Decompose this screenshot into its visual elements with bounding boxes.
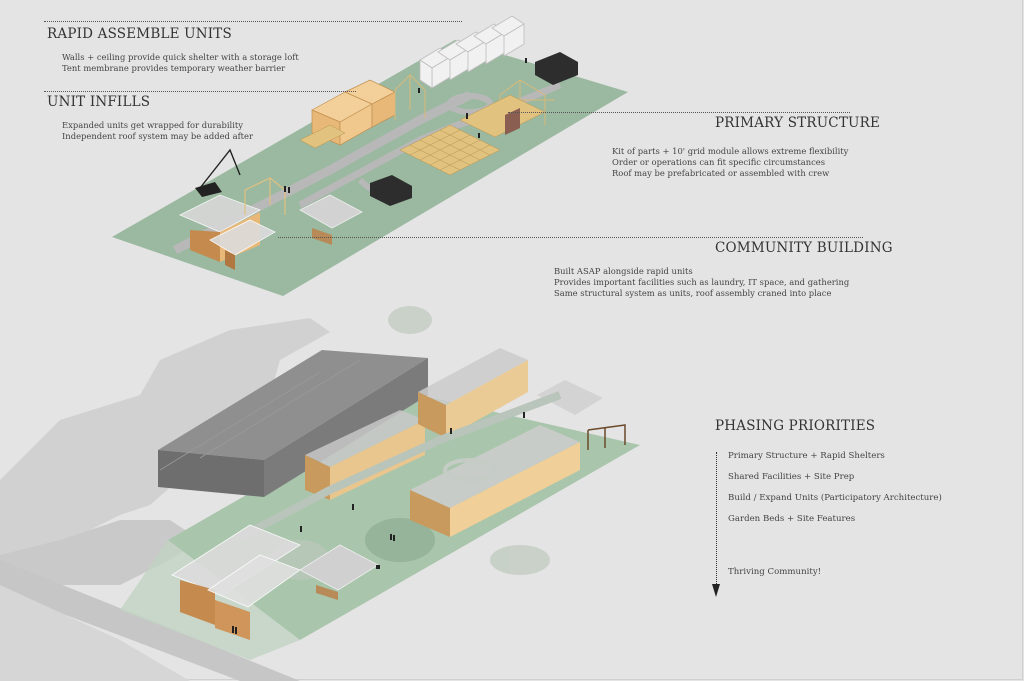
community-building-description: Built ASAP alongside rapid units Provide…: [554, 266, 849, 299]
phase-final-outcome: Thriving Community!: [728, 567, 822, 577]
unit-infills-title: UNIT INFILLS: [47, 94, 151, 110]
phase-step: Primary Structure + Rapid Shelters: [728, 451, 885, 461]
description-line: Order or operations can fit specific cir…: [612, 157, 826, 167]
primary-structure-title: PRIMARY STRUCTURE: [715, 115, 881, 131]
leader-community-building: [278, 237, 863, 238]
phase-step: Build / Expand Units (Participatory Arch…: [728, 493, 942, 503]
description-line: Expanded units get wrapped for durabilit…: [62, 120, 243, 130]
rapid-assemble-title: RAPID ASSEMBLE UNITS: [47, 26, 232, 42]
unit-infills-description: Expanded units get wrapped for durabilit…: [62, 120, 253, 142]
phasing-priorities-title: PHASING PRIORITIES: [715, 418, 876, 434]
description-line: Tent membrane provides temporary weather…: [62, 63, 286, 73]
leader-rapid-assemble: [44, 21, 462, 22]
completed-site-axonometric: [0, 306, 640, 681]
phasing-timeline-line: [716, 452, 717, 584]
rapid-assemble-description: Walls + ceiling provide quick shelter wi…: [62, 52, 299, 74]
description-line: Roof may be prefabricated or assembled w…: [612, 168, 830, 178]
construction-phase-axonometric: [112, 15, 628, 296]
description-line: Provides important facilities such as la…: [554, 277, 850, 287]
description-line: Same structural system as units, roof as…: [554, 288, 832, 298]
primary-structure-description: Kit of parts + 10' grid module allows ex…: [612, 146, 848, 179]
leader-unit-infills: [44, 91, 356, 92]
description-line: Independent roof system may be added aft…: [62, 131, 253, 141]
leader-primary-structure: [508, 112, 850, 113]
arrow-down-icon: [712, 584, 720, 597]
description-line: Built ASAP alongside rapid units: [554, 266, 693, 276]
community-building-title: COMMUNITY BUILDING: [715, 240, 893, 256]
phase-step: Shared Facilities + Site Prep: [728, 472, 855, 482]
description-line: Walls + ceiling provide quick shelter wi…: [62, 52, 299, 62]
description-line: Kit of parts + 10' grid module allows ex…: [612, 146, 849, 156]
phase-step: Garden Beds + Site Features: [728, 514, 856, 524]
